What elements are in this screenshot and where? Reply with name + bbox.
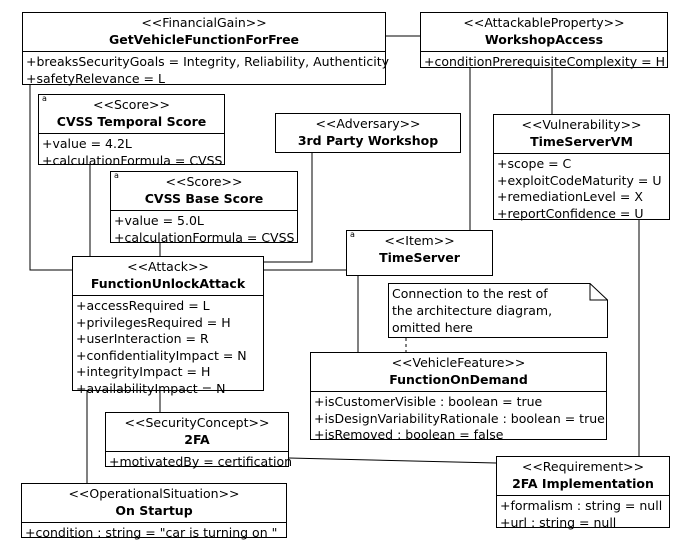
vulnerability-stereotype: <<Vulnerability>> [521, 117, 642, 132]
attackable-property-stereotype: <<AttackableProperty>> [463, 15, 625, 30]
attribute-text: +userInteraction = R [76, 331, 209, 346]
cvss-base-name: CVSS Base Score [144, 191, 264, 206]
note-line: the architecture diagram, [392, 303, 553, 318]
operational-situation-header: <<OperationalSituation>> On Startup [22, 484, 286, 523]
attribute-text: +exploitCodeMaturity = U [497, 172, 662, 188]
financial-gain-box[interactable]: <<FinancialGain>> GetVehicleFunctionForF… [22, 12, 390, 88]
note-line: Connection to the rest of [392, 286, 548, 301]
attribute-text: +condition : string = "car is turning on… [25, 525, 278, 540]
attribute-text: +availabilityImpact = N [76, 380, 226, 396]
vulnerability-header: <<Vulnerability>> TimeServerVM [494, 115, 669, 154]
item-box[interactable]: a <<Item>> TimeServer [346, 230, 493, 276]
financial-gain-attributes: +breaksSecurityGoals = Integrity, Reliab… [23, 52, 390, 88]
attack-header: <<Attack>> FunctionUnlockAttack [73, 257, 263, 296]
attribute-text: +reportConfidence = U [497, 205, 644, 221]
vehicle-feature-stereotype: <<VehicleFeature>> [391, 355, 526, 370]
vehicle-feature-attributes: +isCustomerVisible : boolean = true +isD… [311, 392, 606, 445]
requirement-header: <<Requirement>> 2FA Implementation [497, 457, 669, 496]
attribute-text: +isCustomerVisible : boolean = true [314, 394, 543, 409]
vehicle-feature-header: <<VehicleFeature>> FunctionOnDemand [311, 353, 606, 392]
attackable-property-box[interactable]: <<AttackableProperty>> WorkshopAccess +c… [420, 12, 668, 69]
security-concept-header: <<SecurityConcept>> 2FA [106, 413, 288, 452]
element-marker: a [114, 171, 119, 180]
operational-situation-stereotype: <<OperationalSituation>> [68, 486, 240, 501]
attribute-text: +privilegesRequired = H [76, 314, 231, 330]
security-concept-attributes: +motivatedBy = certification [106, 452, 293, 472]
cvss-base-header: <<Score>> CVSS Base Score [111, 172, 297, 211]
attribute-text: +value = 5.0L [114, 213, 204, 228]
attack-box[interactable]: <<Attack>> FunctionUnlockAttack +accessR… [72, 256, 264, 396]
item-header: <<Item>> TimeServer [347, 231, 492, 269]
attribute-text: +integrityImpact = H [76, 364, 211, 379]
adversary-name: 3rd Party Workshop [297, 133, 439, 148]
financial-gain-stereotype: <<FinancialGain>> [141, 15, 267, 30]
attribute-text: +accessRequired = L [76, 298, 210, 313]
adversary-box[interactable]: <<Adversary>> 3rd Party Workshop [275, 113, 461, 153]
note-shape [388, 283, 608, 338]
cvss-temporal-stereotype: <<Score>> [93, 97, 170, 112]
operational-situation-attributes: +condition : string = "car is turning on… [22, 523, 286, 543]
vehicle-feature-box[interactable]: <<VehicleFeature>> FunctionOnDemand +isC… [310, 352, 607, 442]
requirement-attributes: +formalism : string = null +url : string… [497, 496, 669, 532]
attack-attributes: +accessRequired = L +privilegesRequired … [73, 296, 263, 398]
attribute-text: +calculationFormula = CVSS [42, 152, 223, 168]
cvss-temporal-attributes: +value = 4.2L +calculationFormula = CVSS [39, 134, 224, 170]
vulnerability-box[interactable]: <<Vulnerability>> TimeServerVM +scope = … [493, 114, 670, 223]
attribute-text: +safetyRelevance = L [26, 70, 165, 86]
requirement-box[interactable]: <<Requirement>> 2FA Implementation +form… [496, 456, 670, 530]
attackable-property-name: WorkshopAccess [484, 32, 604, 47]
requirement-name: 2FA Implementation [512, 476, 654, 491]
attribute-text: +conditionPrerequisiteComplexity = H [424, 54, 666, 69]
attribute-text: +value = 4.2L [42, 136, 132, 151]
financial-gain-name: GetVehicleFunctionForFree [108, 32, 300, 47]
item-stereotype: <<Item>> [384, 233, 455, 248]
vulnerability-name: TimeServerVM [530, 134, 633, 149]
connector-gain-attack [29, 85, 72, 271]
attribute-text: +isDesignVariabilityRationale : boolean … [314, 410, 605, 426]
attribute-text: +remediationLevel = X [497, 189, 643, 204]
attribute-text: +breaksSecurityGoals = Integrity, Reliab… [26, 54, 390, 69]
architecture-note[interactable]: Connection to the rest of the architectu… [388, 283, 608, 338]
requirement-stereotype: <<Requirement>> [521, 459, 645, 474]
connector-adversary-attack [264, 153, 313, 263]
attack-stereotype: <<Attack>> [127, 259, 209, 274]
security-concept-stereotype: <<SecurityConcept>> [124, 415, 270, 430]
attribute-text: +confidentialityImpact = N [76, 347, 247, 363]
note-text: Connection to the rest of the architectu… [392, 285, 552, 336]
security-concept-box[interactable]: <<SecurityConcept>> 2FA +motivatedBy = c… [105, 412, 292, 469]
attackable-property-header: <<AttackableProperty>> WorkshopAccess [421, 13, 667, 52]
cvss-base-stereotype: <<Score>> [165, 174, 243, 189]
element-marker: a [350, 230, 355, 239]
note-line: omitted here [392, 320, 473, 335]
attribute-text: +calculationFormula = CVSS [114, 229, 295, 245]
cvss-temporal-header: <<Score>> CVSS Temporal Score [39, 95, 224, 134]
attribute-text: +formalism : string = null [500, 498, 663, 513]
security-concept-name: 2FA [184, 432, 210, 447]
attackable-property-attributes: +conditionPrerequisiteComplexity = H [421, 52, 667, 72]
vulnerability-attributes: +scope = C +exploitCodeMaturity = U +rem… [494, 154, 669, 223]
cvss-base-attributes: +value = 5.0L +calculationFormula = CVSS [111, 211, 297, 247]
attribute-text: +motivatedBy = certification [109, 454, 293, 469]
connector-concept-requirement [288, 457, 497, 464]
cvss-temporal-score-box[interactable]: a <<Score>> CVSS Temporal Score +value =… [38, 94, 225, 168]
attribute-text: +url : string = null [500, 514, 617, 530]
attack-name: FunctionUnlockAttack [90, 276, 246, 291]
financial-gain-header: <<FinancialGain>> GetVehicleFunctionForF… [23, 13, 385, 52]
operational-situation-box[interactable]: <<OperationalSituation>> On Startup +con… [21, 483, 287, 540]
operational-situation-name: On Startup [115, 503, 193, 518]
adversary-stereotype: <<Adversary>> [315, 116, 421, 131]
adversary-header: <<Adversary>> 3rd Party Workshop [276, 114, 460, 152]
element-marker: a [42, 94, 47, 103]
cvss-temporal-name: CVSS Temporal Score [56, 114, 207, 129]
attribute-text: +isRemoved : boolean = false [314, 427, 504, 442]
vehicle-feature-name: FunctionOnDemand [389, 372, 528, 387]
item-name: TimeServer [379, 250, 460, 265]
cvss-base-score-box[interactable]: a <<Score>> CVSS Base Score +value = 5.0… [110, 171, 298, 245]
attribute-text: +scope = C [497, 156, 572, 171]
